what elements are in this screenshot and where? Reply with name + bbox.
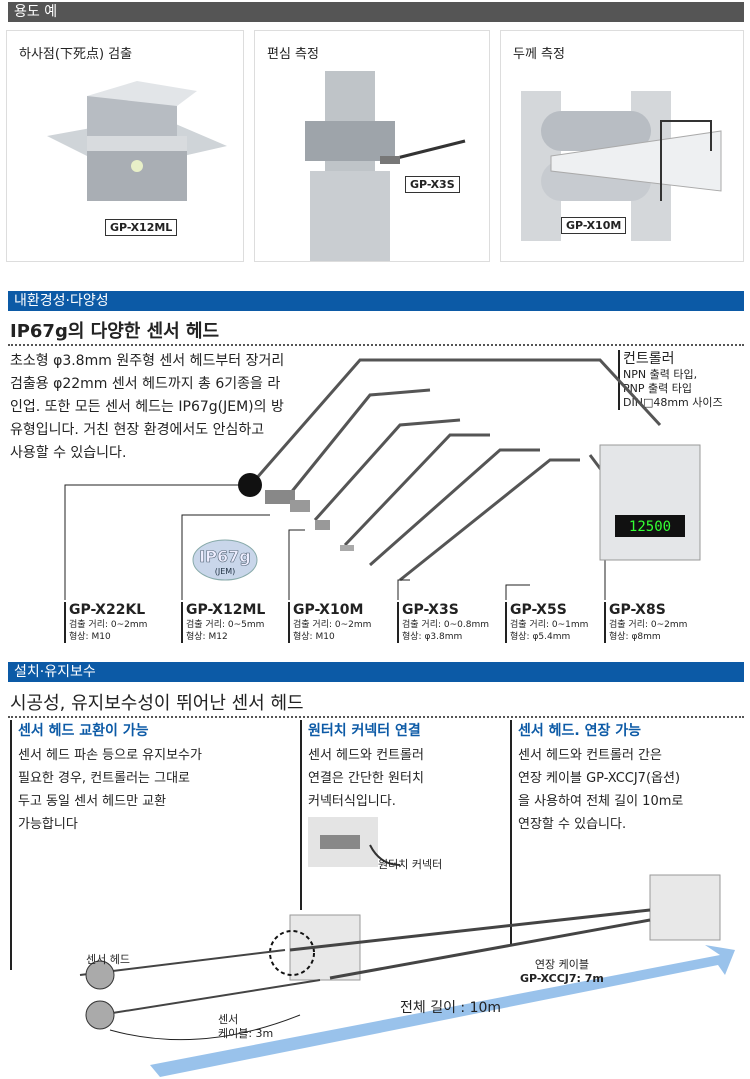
sensor-range: 검출 거리: 0~5mm — [186, 620, 265, 630]
sensor-cable-title: 센서 — [218, 1013, 239, 1026]
controller-spec: NPN 출력 타입, — [623, 368, 698, 381]
sensor-label-gp-x3s: GP-X3S 검출 거리: 0~0.8mm 형상: φ3.8mm — [397, 602, 489, 643]
sensor-range: 검출 거리: 0~0.8mm — [402, 620, 489, 630]
ip67g-badge-sub: (JEM) — [215, 567, 236, 576]
sensor-shape: 형상: φ3.8mm — [402, 632, 463, 642]
feature-column-connector: 원터치 커넥터 연결 센서 헤드와 컨트롤러 연결은 간단한 원터치 커넥터식입… — [300, 720, 424, 910]
connector-label: 원터치 커넥터 — [378, 858, 443, 871]
section-header-durability: 내환경성·다양성 — [8, 291, 744, 311]
feature-line: 연장 케이블 GP-XCCJ7(옵션) — [518, 771, 681, 786]
sensor-tag: GP-X3S — [405, 176, 460, 193]
sensor-shape: 형상: M12 — [186, 632, 228, 642]
feature-line: 가능합니다 — [18, 817, 78, 832]
controller-display: 12500 — [629, 519, 671, 535]
paragraph-line: 유형입니다. 거친 현장 환경에서도 안심하고 — [10, 422, 265, 438]
sensor-range: 검출 거리: 0~2mm — [293, 620, 372, 630]
extension-cable-title: 연장 케이블 — [534, 958, 589, 971]
controller-spec: DIN□48mm 사이즈 — [623, 396, 723, 409]
application-panel-bdc: 하사점(下死点) 검출 GP-X12ML — [6, 30, 244, 262]
feature-line: 센서 헤드와 컨트롤러 — [308, 748, 424, 763]
feature-line: 을 사용하여 전체 길이 10m로 — [518, 794, 684, 809]
sensor-range: 검출 거리: 0~1mm — [510, 620, 589, 630]
sensor-shape: 형상: M10 — [69, 632, 111, 642]
paragraph-line: 인업. 또한 모든 센서 헤드는 IP67g(JEM)의 방 — [10, 399, 284, 415]
controller-title: 컨트롤러 — [623, 351, 675, 367]
feature-line: 필요한 경우, 컨트롤러는 그대로 — [18, 771, 191, 786]
controller-spec: PNP 출력 타입 — [623, 382, 692, 395]
feature-title: 센서 헤드 교환이 가능 — [18, 723, 149, 739]
feature-line: 센서 헤드 파손 등으로 유지보수가 — [18, 748, 202, 763]
feature-column-replaceable: 센서 헤드 교환이 가능 센서 헤드 파손 등으로 유지보수가 필요한 경우, … — [10, 720, 202, 970]
section-heading: 시공성, 유지보수성이 뛰어난 센서 헤드 — [10, 693, 304, 714]
sensor-shape: 형상: φ8mm — [609, 632, 661, 642]
divider — [8, 716, 744, 718]
application-panel-thickness: 두께 측정 GP-X10M — [500, 30, 744, 262]
sensor-model: GP-X3S — [402, 602, 459, 618]
gear-shaft-illustration — [305, 71, 466, 261]
section-header-applications: 용도 예 — [8, 2, 744, 22]
sensor-label-gp-x5s: GP-X5S 검출 거리: 0~1mm 형상: φ5.4mm — [505, 602, 588, 643]
total-length-label: 전체 길이 : 10m — [400, 1000, 502, 1016]
feature-line: 두고 동일 센서 헤드만 교환 — [18, 794, 167, 809]
panel-title: 두께 측정 — [513, 47, 565, 62]
feature-line: 연장할 수 있습니다. — [518, 817, 627, 832]
sensor-model: GP-X12ML — [186, 602, 266, 618]
sensor-heads-illustration: 12500 IP67g (JEM) — [64, 358, 701, 600]
paragraph-line: 검출용 φ22mm 센서 헤드까지 총 6기종을 라 — [10, 376, 281, 392]
feature-line: 연결은 간단한 원터치 — [308, 771, 424, 786]
sensor-range: 검출 거리: 0~2mm — [609, 620, 688, 630]
paragraph-line: 사용할 수 있습니다. — [10, 445, 127, 461]
ip67g-badge: IP67g — [199, 547, 250, 566]
section-header-installation: 설치·유지보수 — [8, 662, 744, 682]
sensor-model: GP-X22KL — [69, 602, 146, 618]
feature-column-extension: 센서 헤드. 연장 가능 센서 헤드와 컨트롤러 간은 연장 케이블 GP-XC… — [510, 720, 683, 945]
description-paragraph: 초소형 φ3.8mm 원주형 센서 헤드부터 장거리 검출용 φ22mm 센서 … — [10, 350, 340, 465]
panel-title: 편심 측정 — [267, 47, 319, 62]
sensor-label-gp-x8s: GP-X8S 검출 거리: 0~2mm 형상: φ8mm — [604, 602, 687, 643]
feature-title: 센서 헤드. 연장 가능 — [518, 723, 641, 739]
press-die-illustration — [47, 81, 227, 201]
sensor-label-gp-x22kl: GP-X22KL 검출 거리: 0~2mm 형상: M10 — [64, 602, 147, 643]
feature-line: 커넥터식입니다. — [308, 794, 396, 809]
sensor-cable-label: 센서 케이블: 3m — [218, 1013, 273, 1041]
panel-title: 하사점(下死点) 검출 — [19, 47, 133, 62]
extension-cable-value: GP-XCCJ7: 7m — [520, 972, 604, 985]
feature-line: 센서 헤드와 컨트롤러 간은 — [518, 748, 662, 763]
feature-title: 원터치 커넥터 연결 — [308, 723, 421, 739]
sensor-model: GP-X10M — [293, 602, 364, 618]
sensor-cable-value: 케이블: 3m — [218, 1027, 274, 1040]
sensor-shape: 형상: φ5.4mm — [510, 632, 571, 642]
sensor-range: 검출 거리: 0~2mm — [69, 620, 148, 630]
extension-illustration — [79, 817, 735, 1077]
roller-illustration — [521, 91, 722, 241]
sensor-head-label: 센서 헤드 — [86, 953, 130, 966]
sensor-model: GP-X8S — [609, 602, 666, 618]
sensor-tag: GP-X10M — [561, 217, 627, 234]
sensor-tag: GP-X12ML — [105, 219, 178, 236]
sensor-shape: 형상: M10 — [293, 632, 335, 642]
sensor-label-gp-x12ml: GP-X12ML 검출 거리: 0~5mm 형상: M12 — [181, 602, 265, 643]
extension-cable-label: 연장 케이블 GP-XCCJ7: 7m — [520, 958, 604, 986]
divider — [8, 344, 744, 346]
sensor-model: GP-X5S — [510, 602, 567, 618]
section-heading: IP67g의 다양한 센서 헤드 — [10, 321, 220, 342]
application-panel-eccentricity: 편심 측정 GP-X3S — [254, 30, 490, 262]
paragraph-line: 초소형 φ3.8mm 원주형 센서 헤드부터 장거리 — [10, 353, 285, 369]
sensor-label-gp-x10m: GP-X10M 검출 거리: 0~2mm 형상: M10 — [288, 602, 371, 643]
